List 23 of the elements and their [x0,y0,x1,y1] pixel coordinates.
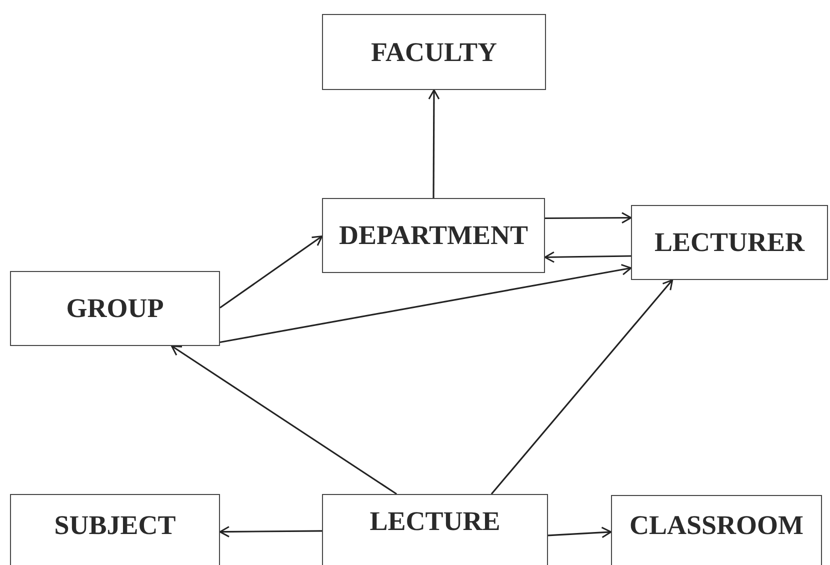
entity-box [10,271,220,346]
arrow [428,89,440,198]
arrow [220,264,632,344]
arrow [545,212,632,224]
arrow [548,526,612,538]
entity-box [10,494,220,565]
entity-label: GROUP [66,293,164,324]
arrow [220,236,323,308]
entity-box [322,198,545,273]
entity-label: SUBJECT [54,510,176,540]
entity-label: LECTURE [370,506,500,536]
entity-box [322,14,546,90]
entity-label: CLASSROOM [629,510,804,540]
arrow [490,279,674,495]
entity-box [322,494,548,565]
arrow [219,526,322,538]
entity-box [631,205,828,280]
entity-box [611,495,822,565]
arrow [170,345,398,495]
entity-label: DEPARTMENT [338,220,528,251]
arrow [544,251,632,263]
entity-label: FACULTY [370,36,498,68]
entity-label: LECTURER [654,227,805,258]
